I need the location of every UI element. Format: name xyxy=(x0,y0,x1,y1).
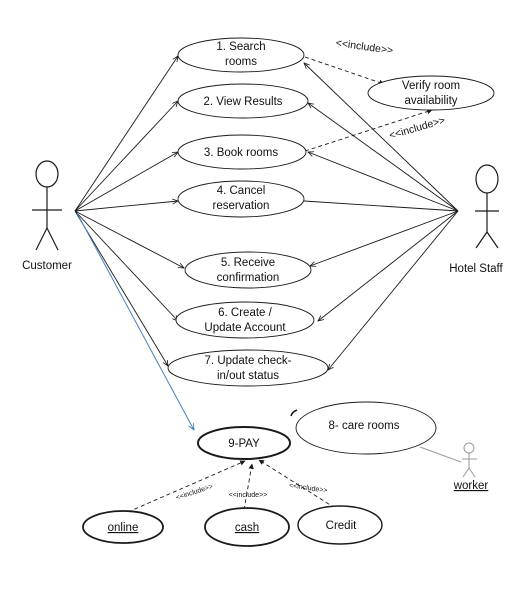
usecase-pay[interactable] xyxy=(197,426,291,460)
usecase-care-label: 8- care rooms xyxy=(329,420,400,432)
actor-worker-label: worker xyxy=(453,480,489,492)
usecase-verify-label-1: Verify room xyxy=(402,80,460,92)
usecase-online-label: online xyxy=(108,522,139,534)
usecase-book-rooms[interactable] xyxy=(177,134,307,170)
usecase-account-label-1: 6. Create / xyxy=(218,307,272,319)
include-relations xyxy=(127,56,433,513)
customer-pay-association xyxy=(76,212,194,430)
usecase-receive-label-2: confirmation xyxy=(217,272,280,284)
usecase-view-label: 2. View Results xyxy=(203,96,282,108)
include-label-cash: <<include>> xyxy=(229,492,268,499)
usecase-cancel-reservation[interactable] xyxy=(177,180,305,218)
usecase-checkin-label-1: 7. Update check- xyxy=(205,355,292,367)
usecase-online[interactable] xyxy=(82,510,164,544)
usecase-verify-availability[interactable] xyxy=(367,75,495,111)
actor-customer xyxy=(32,160,62,251)
usecase-credit[interactable] xyxy=(297,505,383,545)
customer-associations xyxy=(74,56,184,366)
usecase-cash-label: cash xyxy=(235,522,259,534)
include-label-online: <<include>> xyxy=(175,483,214,502)
usecase-verify-label-2: availability xyxy=(404,95,457,107)
usecase-checkin-label-2: in/out status xyxy=(217,370,279,382)
usecase-view-results[interactable] xyxy=(177,83,309,119)
usecase-search-label-1: 1. Search xyxy=(216,41,265,53)
include-label-credit: <<include>> xyxy=(289,482,328,494)
actor-customer-label: Customer xyxy=(22,260,72,272)
usecase-care-rooms[interactable] xyxy=(295,401,437,455)
actor-hotel-staff-label: Hotel Staff xyxy=(449,263,503,275)
usecase-create-update-account[interactable] xyxy=(175,301,315,339)
usecase-search-rooms[interactable] xyxy=(177,37,305,73)
usecase-cancel-label-2: reservation xyxy=(213,200,270,212)
usecase-pay-label: 9-PAY xyxy=(228,438,260,450)
include-label-search: <<include>> xyxy=(335,37,394,57)
actor-hotel-staff xyxy=(475,164,499,249)
usecase-book-label: 3. Book rooms xyxy=(204,147,278,159)
usecase-receive-confirmation[interactable] xyxy=(184,251,312,289)
usecase-update-checkin-status[interactable] xyxy=(167,349,329,387)
actor-worker xyxy=(462,442,477,478)
usecase-search-label-2: rooms xyxy=(225,56,257,68)
worker-association xyxy=(419,446,462,463)
hotel-staff-associations xyxy=(304,63,459,370)
include-label-book: <<include>> xyxy=(388,114,447,141)
usecase-credit-label: Credit xyxy=(326,520,357,532)
usecase-cancel-label-1: 4. Cancel xyxy=(217,185,266,197)
care-rooms-accent xyxy=(290,409,298,417)
usecase-receive-label-1: 5. Receive xyxy=(221,257,275,269)
usecase-cash[interactable] xyxy=(204,507,290,547)
usecase-account-label-2: Update Account xyxy=(204,322,286,334)
